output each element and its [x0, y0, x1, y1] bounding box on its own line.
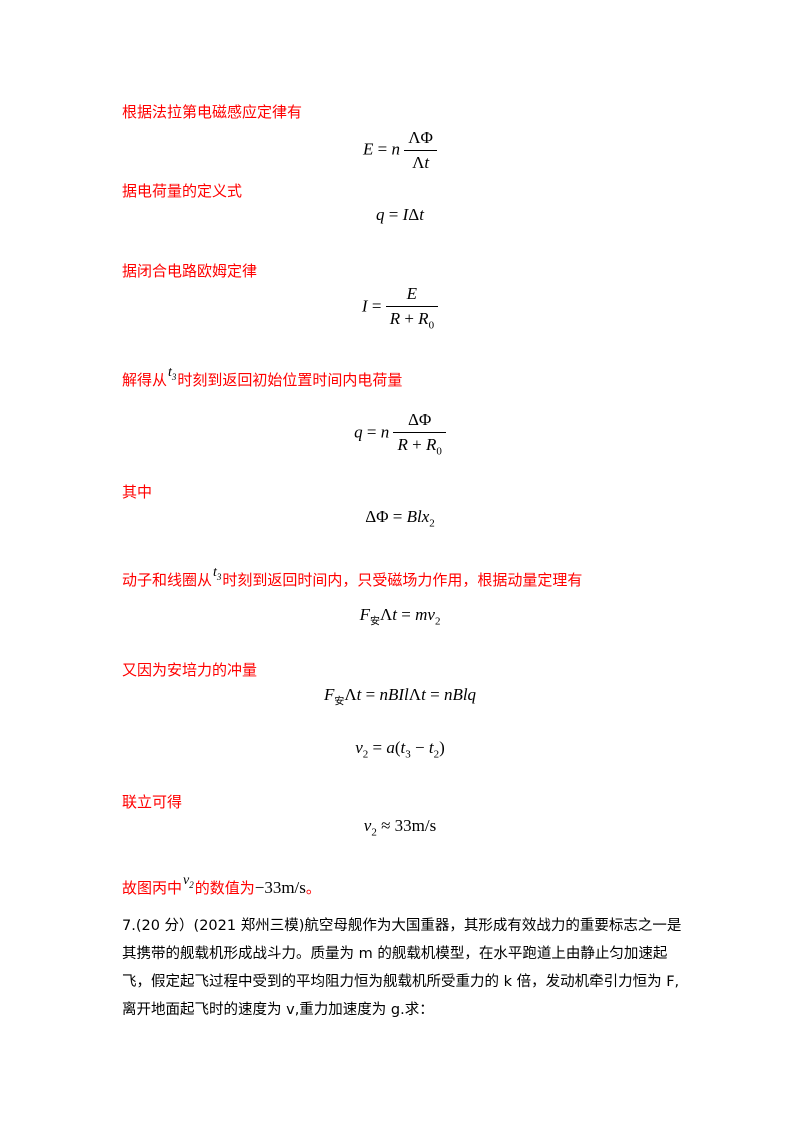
- conclusion-value: −33m/s: [254, 878, 306, 897]
- equation-momentum: F安Λt = mv2: [359, 605, 441, 628]
- step-impulse-label: 又因为安培力的冲量: [122, 661, 258, 679]
- equation-velocity-result: v2 ≈ 33m/s: [363, 816, 437, 839]
- t3-symbol: t3: [213, 565, 222, 582]
- equation-flux-change: ΔΦ = Blx2: [365, 507, 435, 530]
- step-ohm-law-label: 据闭合电路欧姆定律: [122, 262, 258, 280]
- step-conclusion-label: 故图丙中v2的数值为−33m/s。: [122, 873, 321, 897]
- t3-symbol: t3: [168, 365, 177, 382]
- equation-velocity: v2 = a(t3 − t2): [355, 738, 445, 761]
- v2-symbol: v2: [183, 873, 194, 890]
- step-solve-charge-label: 解得从t3时刻到返回初始位置时间内电荷量: [122, 365, 403, 389]
- equation-impulse: F安Λt = nBIlΛt = nBlq: [323, 685, 477, 708]
- step-charge-definition-label: 据电荷量的定义式: [122, 182, 243, 200]
- step-momentum-label: 动子和线圈从t3时刻到返回时间内，只受磁场力作用，根据动量定理有: [122, 565, 583, 589]
- equation-charge: q = IΔt: [376, 205, 424, 224]
- problem-7-text: 7.(20 分）(2021 郑州三模)航空母舰作为大国重器，其形成有效战力的重要…: [122, 918, 682, 1018]
- step-where-label: 其中: [122, 483, 153, 501]
- step-combine-label: 联立可得: [122, 793, 183, 811]
- step-faraday-label: 根据法拉第电磁感应定律有: [122, 103, 303, 121]
